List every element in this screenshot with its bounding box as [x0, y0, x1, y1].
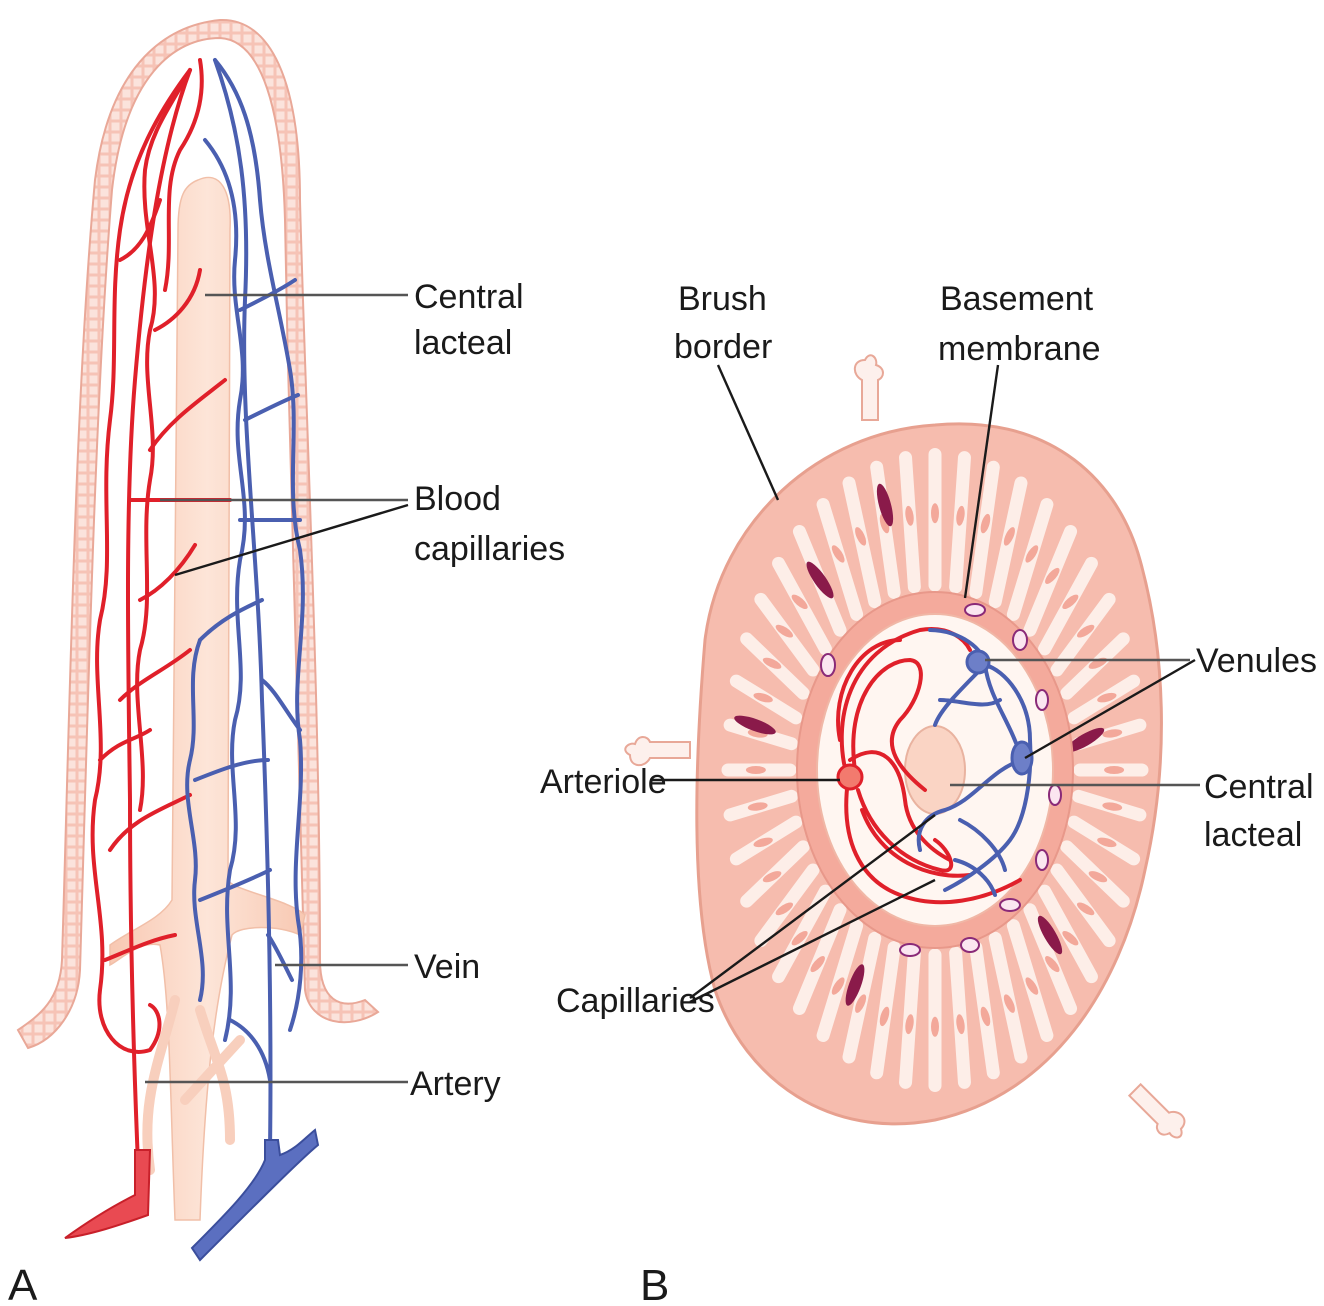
leader-brush-border [718, 365, 778, 500]
label-basement-membrane-line2: membrane [938, 330, 1101, 368]
brush-border-projection [855, 355, 883, 420]
venule-lower [1012, 742, 1032, 774]
label-central-lacteal-a-line1: Central [414, 278, 524, 316]
central-lacteal-b [905, 726, 965, 814]
label-blood-capillaries-line2: capillaries [414, 530, 565, 568]
label-central-lacteal-b-line2: lacteal [1204, 816, 1302, 854]
panel-letter-b: B [640, 1261, 669, 1306]
label-blood-capillaries-line1: Blood [414, 480, 501, 518]
arteriole [838, 765, 862, 789]
cell-nucleus [1104, 766, 1124, 774]
panel-b-cross-section: Brush border Basement membrane Venules A… [540, 280, 1317, 1306]
label-central-lacteal-b-line1: Central [1204, 768, 1314, 806]
label-vein: Vein [414, 948, 480, 986]
label-brush-border-line1: Brush [678, 280, 767, 318]
label-venules: Venules [1196, 642, 1317, 680]
cell-nucleus [931, 1017, 939, 1037]
cell-nucleus [931, 503, 939, 523]
artery-trunk [65, 1150, 150, 1238]
panel-letter-a: A [8, 1261, 38, 1306]
panel-a-villus: Central lacteal Blood capillaries Vein A… [8, 20, 565, 1306]
venule-upper [967, 651, 989, 673]
brush-border-projection [625, 737, 690, 765]
cell-nucleus [746, 766, 766, 774]
label-artery: Artery [410, 1065, 501, 1103]
brush-border-projection [1126, 1079, 1192, 1145]
label-capillaries: Capillaries [556, 982, 715, 1020]
label-central-lacteal-a-line2: lacteal [414, 324, 512, 362]
label-basement-membrane-line1: Basement [940, 280, 1094, 318]
label-arteriole: Arteriole [540, 763, 667, 801]
vein-trunk [192, 1130, 318, 1260]
label-brush-border-line2: border [674, 328, 772, 366]
